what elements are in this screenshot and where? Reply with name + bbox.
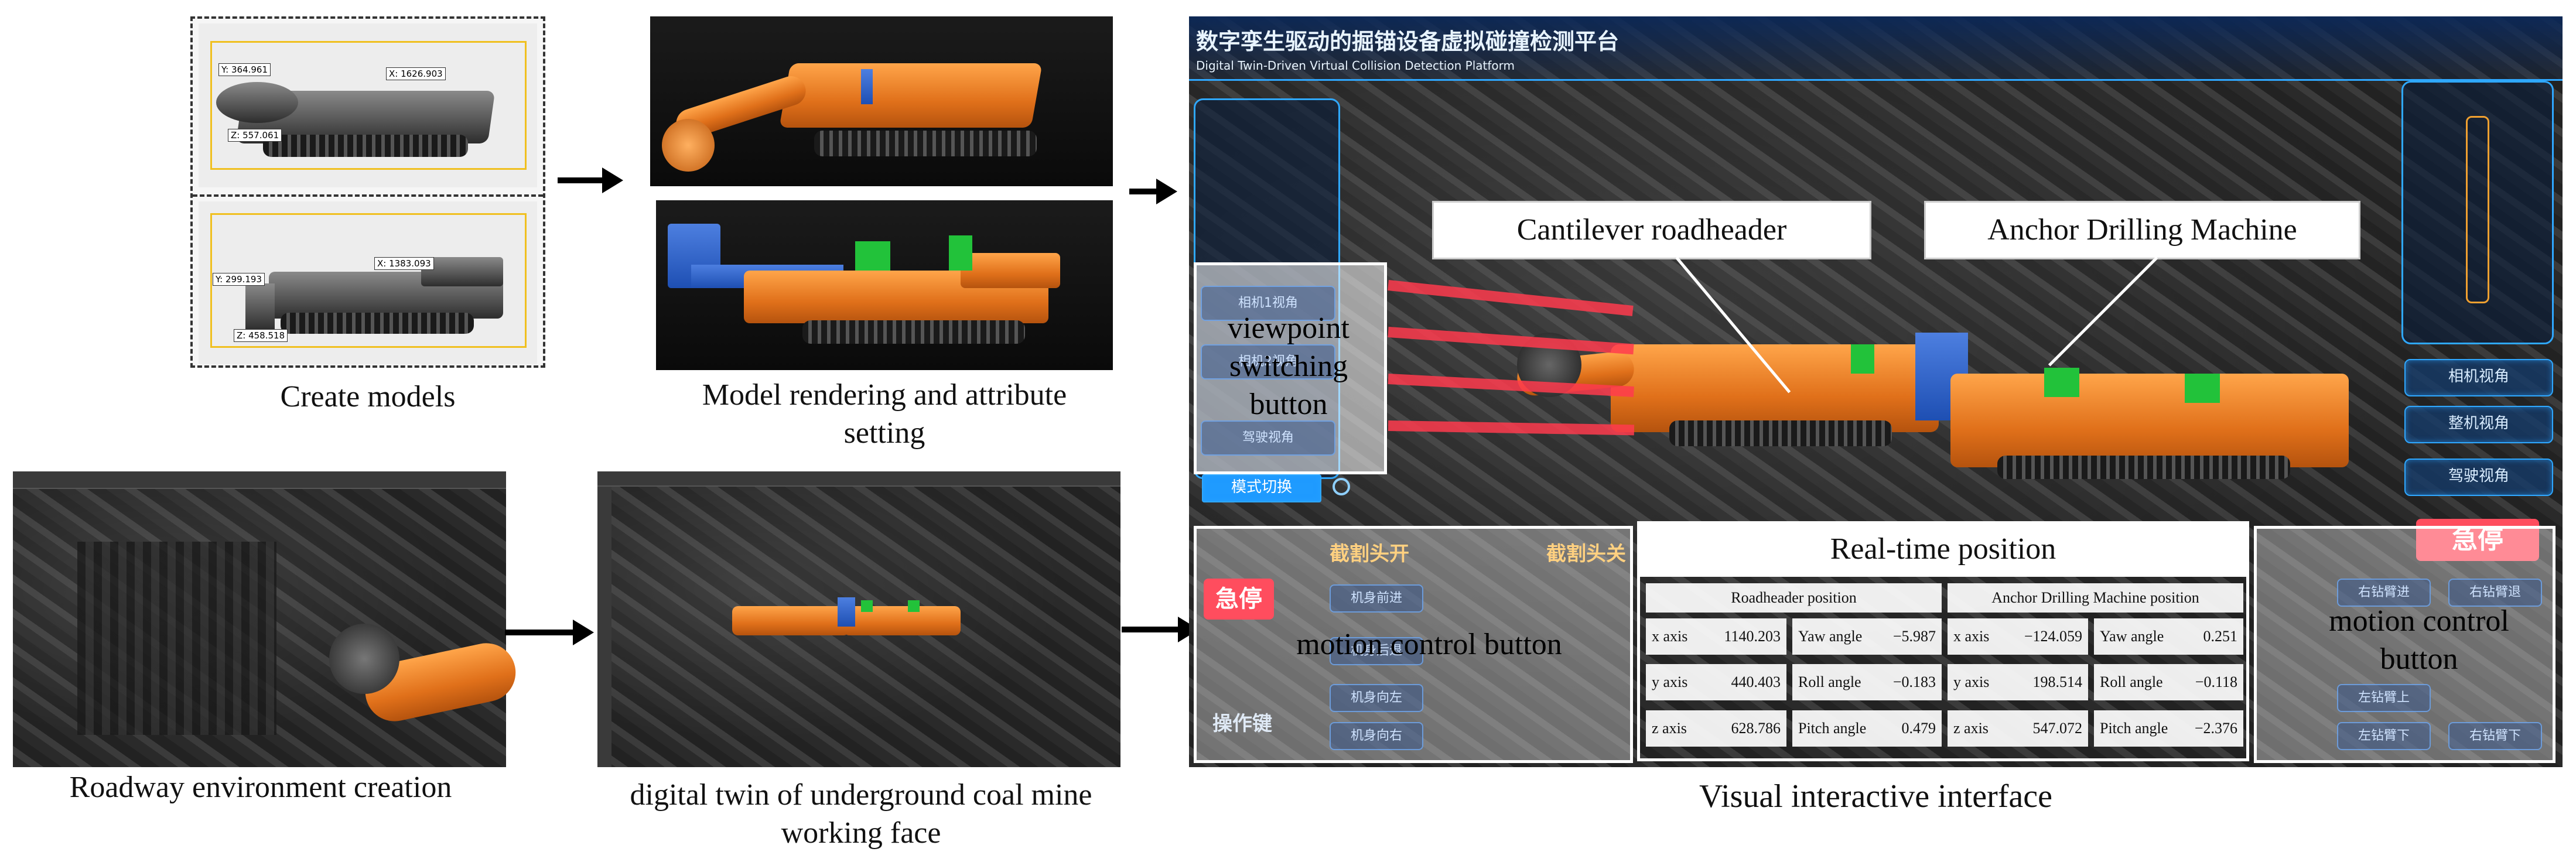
ad-x-axis: x axis−124.059: [1948, 618, 2088, 655]
left-btn-driving[interactable]: 驾驶视角: [1201, 420, 1335, 456]
arrow-step3: [505, 630, 575, 635]
caption-visual-interface: Visual interactive interface: [1699, 778, 2052, 815]
right-hud-panel: [2401, 81, 2554, 344]
ctrl-forward[interactable]: 机身前进: [1330, 584, 1423, 613]
render-image-top: [650, 16, 1113, 186]
label-realtime-position: Real-time position: [1640, 524, 2246, 577]
rh-roll: Roll angle−0.183: [1792, 664, 1942, 700]
mode-switch-button[interactable]: 模式切换: [1202, 474, 1321, 502]
dim-label-z-bottom: Z: 458.518: [234, 329, 288, 342]
label-cantilever-roadheader: Cantilever roadheader: [1432, 201, 1871, 259]
ctrl-right[interactable]: 机身向右: [1330, 722, 1423, 750]
anchor-position-header: Anchor Drilling Machine position: [1948, 583, 2243, 613]
create-models-frame: Y: 364.961 X: 1626.903 Z: 557.061 Y: 299…: [190, 16, 545, 368]
digital-twin-image: [597, 471, 1120, 767]
right-btn-whole-view[interactable]: 整机视角: [2404, 406, 2553, 443]
roadway-image: [13, 471, 521, 767]
arrow-step2-head: [1156, 179, 1177, 204]
render-image-bottom: [656, 200, 1113, 370]
rctrl-0[interactable]: 右钻臂进: [2337, 579, 2431, 607]
collision-bar-2: [1388, 327, 1634, 355]
collision-bar-1: [1388, 280, 1634, 316]
dim-label-x-top: X: 1626.903: [386, 67, 446, 80]
rctrl-2[interactable]: 左钻臂上: [2337, 684, 2431, 712]
dim-label-y-bottom: Y: 299.193: [213, 273, 265, 286]
dim-label-x-bottom: X: 1383.093: [374, 257, 434, 270]
interface-screen: 数字孪生驱动的掘锚设备虚拟碰撞检测平台 Digital Twin-Driven …: [1189, 16, 2563, 767]
drill-rig-icon: [2466, 116, 2489, 303]
arrow-step1: [558, 177, 604, 183]
right-btn-camera-view[interactable]: 相机视角: [2404, 359, 2553, 396]
arrow-step4: [1122, 627, 1180, 632]
ad-pitch: Pitch angle−2.376: [2094, 710, 2243, 747]
operation-key-button[interactable]: 操作键: [1212, 712, 1272, 736]
rctrl-3[interactable]: 左钻臂下: [2337, 722, 2431, 750]
interface-header-bar: [1189, 16, 2563, 81]
model-grey-top: Y: 364.961 X: 1626.903 Z: 557.061: [199, 23, 537, 187]
ctrl-left[interactable]: 机身向左: [1330, 684, 1423, 712]
interface-title-cn: 数字孪生驱动的掘锚设备虚拟碰撞检测平台: [1196, 29, 1620, 54]
left-btn-camera2[interactable]: 相机2视角: [1201, 344, 1335, 379]
left-header-cut-off[interactable]: 截割头关: [1546, 542, 1626, 566]
caption-model-rendering: Model rendering and attribute setting: [702, 378, 1067, 450]
label-motion-control-left: motion control button: [1296, 628, 1562, 661]
left-header-cut-on[interactable]: 截割头开: [1330, 542, 1409, 566]
left-btn-camera1[interactable]: 相机1视角: [1201, 286, 1335, 321]
caption-roadway: Roadway environment creation: [69, 771, 452, 804]
roadheader-position-header: Roadheader position: [1646, 583, 1942, 613]
ad-roll: Roll angle−0.118: [2094, 664, 2243, 700]
settings-icon[interactable]: [1333, 478, 1350, 495]
model-grey-bottom: Y: 299.193 X: 1383.093 Z: 458.518: [199, 201, 537, 364]
realtime-position-box: [1637, 521, 2249, 761]
leader-line-anchor: [2048, 256, 2158, 367]
collision-bar-4: [1388, 420, 1635, 436]
label-motion-control-right: motion control button: [2329, 604, 2509, 676]
scene-roadheader: [1611, 344, 1939, 432]
scene-anchor-drill: [1950, 374, 2349, 467]
estop-left-button[interactable]: 急停: [1204, 579, 1274, 620]
label-anchor-drilling-machine: Anchor Drilling Machine: [1924, 201, 2360, 259]
arrow-step3-head: [573, 620, 594, 645]
arrow-step2: [1129, 189, 1159, 194]
rctrl-1[interactable]: 右钻臂退: [2448, 579, 2542, 607]
label-viewpoint-switching: viewpoint switching button: [1228, 312, 1350, 421]
rh-yaw: Yaw angle−5.987: [1792, 618, 1942, 655]
interface-title-en: Digital Twin-Driven Virtual Collision De…: [1196, 59, 1515, 73]
rctrl-4[interactable]: 右钻臂下: [2448, 722, 2542, 750]
dim-label-y-top: Y: 364.961: [218, 63, 271, 76]
caption-create-models: Create models: [280, 380, 456, 413]
right-btn-driving-view[interactable]: 驾驶视角: [2404, 459, 2553, 496]
dim-label-z-top: Z: 557.061: [228, 129, 282, 142]
arrow-step1-head: [602, 167, 623, 193]
ctrl-backward[interactable]: 机身后退: [1330, 637, 1423, 665]
caption-digital-twin: digital twin of underground coal mine wo…: [630, 778, 1092, 850]
